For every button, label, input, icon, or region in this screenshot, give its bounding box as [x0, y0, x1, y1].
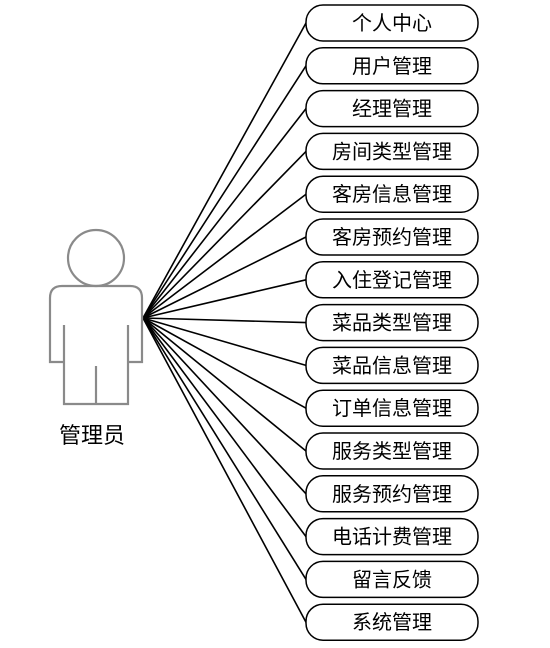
use-case-box: [305, 475, 479, 513]
use-case-box: [305, 346, 479, 385]
use-case-box: [305, 517, 479, 556]
use-case-node: 经理管理: [305, 89, 479, 128]
use-case-box: [305, 89, 479, 128]
use-case-node: 服务类型管理: [305, 432, 479, 470]
use-case-label: 服务类型管理: [332, 439, 452, 463]
edge: [142, 317, 307, 580]
edge: [142, 150, 307, 319]
edge: [142, 65, 307, 319]
actor: 管理员: [48, 228, 144, 449]
use-case-label: 房间类型管理: [332, 139, 452, 163]
edges: [142, 22, 307, 623]
edge: [142, 193, 307, 319]
edge: [142, 279, 307, 319]
person-icon: [48, 228, 144, 406]
use-case-node: 房间类型管理: [305, 132, 479, 171]
use-case-label: 留言反馈: [352, 567, 432, 591]
use-case-node: 菜品信息管理: [305, 346, 479, 385]
use-case-box: [305, 432, 479, 470]
use-case-label: 系统管理: [352, 610, 432, 634]
use-case-box: [305, 132, 479, 171]
use-case-node: 系统管理: [305, 603, 479, 641]
use-case-label: 客房信息管理: [332, 182, 452, 206]
use-case-label: 个人中心: [352, 11, 432, 35]
use-case-label: 客房预约管理: [332, 225, 452, 249]
edge: [142, 236, 307, 319]
use-case-box: [305, 560, 479, 599]
use-case-node: 电话计费管理: [305, 517, 479, 556]
use-case-box: [305, 4, 479, 42]
edge: [142, 317, 307, 409]
use-case-label: 经理管理: [352, 97, 432, 121]
edge: [142, 317, 307, 367]
use-case-label: 服务预约管理: [332, 482, 452, 506]
use-case-node: 个人中心: [305, 4, 479, 42]
use-case-node: 菜品类型管理: [305, 303, 479, 342]
use-case-label: 菜品信息管理: [332, 353, 452, 377]
edge: [142, 317, 307, 495]
use-case-box: [305, 303, 479, 342]
edge: [142, 317, 307, 623]
use-case-node: 留言反馈: [305, 560, 479, 599]
use-case-box: [305, 261, 479, 299]
use-case-node: 订单信息管理: [305, 389, 479, 427]
use-case-box: [305, 389, 479, 427]
use-case-node: 入住登记管理: [305, 261, 479, 299]
edge: [142, 22, 307, 319]
use-case-box: [305, 47, 479, 85]
use-case-list: 个人中心用户管理经理管理房间类型管理客房信息管理客房预约管理入住登记管理菜品类型…: [305, 4, 479, 641]
use-case-label: 菜品类型管理: [332, 311, 452, 335]
use-case-box: [305, 603, 479, 641]
use-case-label: 电话计费管理: [332, 525, 452, 549]
actor-label: 管理员: [59, 424, 125, 449]
edge: [142, 317, 307, 538]
use-case-label: 用户管理: [352, 54, 432, 78]
use-case-node: 服务预约管理: [305, 475, 479, 513]
use-case-node: 客房信息管理: [305, 175, 479, 213]
use-case-label: 订单信息管理: [332, 396, 452, 420]
use-case-node: 客房预约管理: [305, 218, 479, 256]
use-case-node: 用户管理: [305, 47, 479, 85]
edge: [142, 317, 307, 452]
edge: [142, 108, 307, 319]
use-case-box: [305, 218, 479, 256]
use-case-label: 入住登记管理: [332, 268, 452, 292]
use-case-box: [305, 175, 479, 213]
edge: [142, 317, 307, 324]
